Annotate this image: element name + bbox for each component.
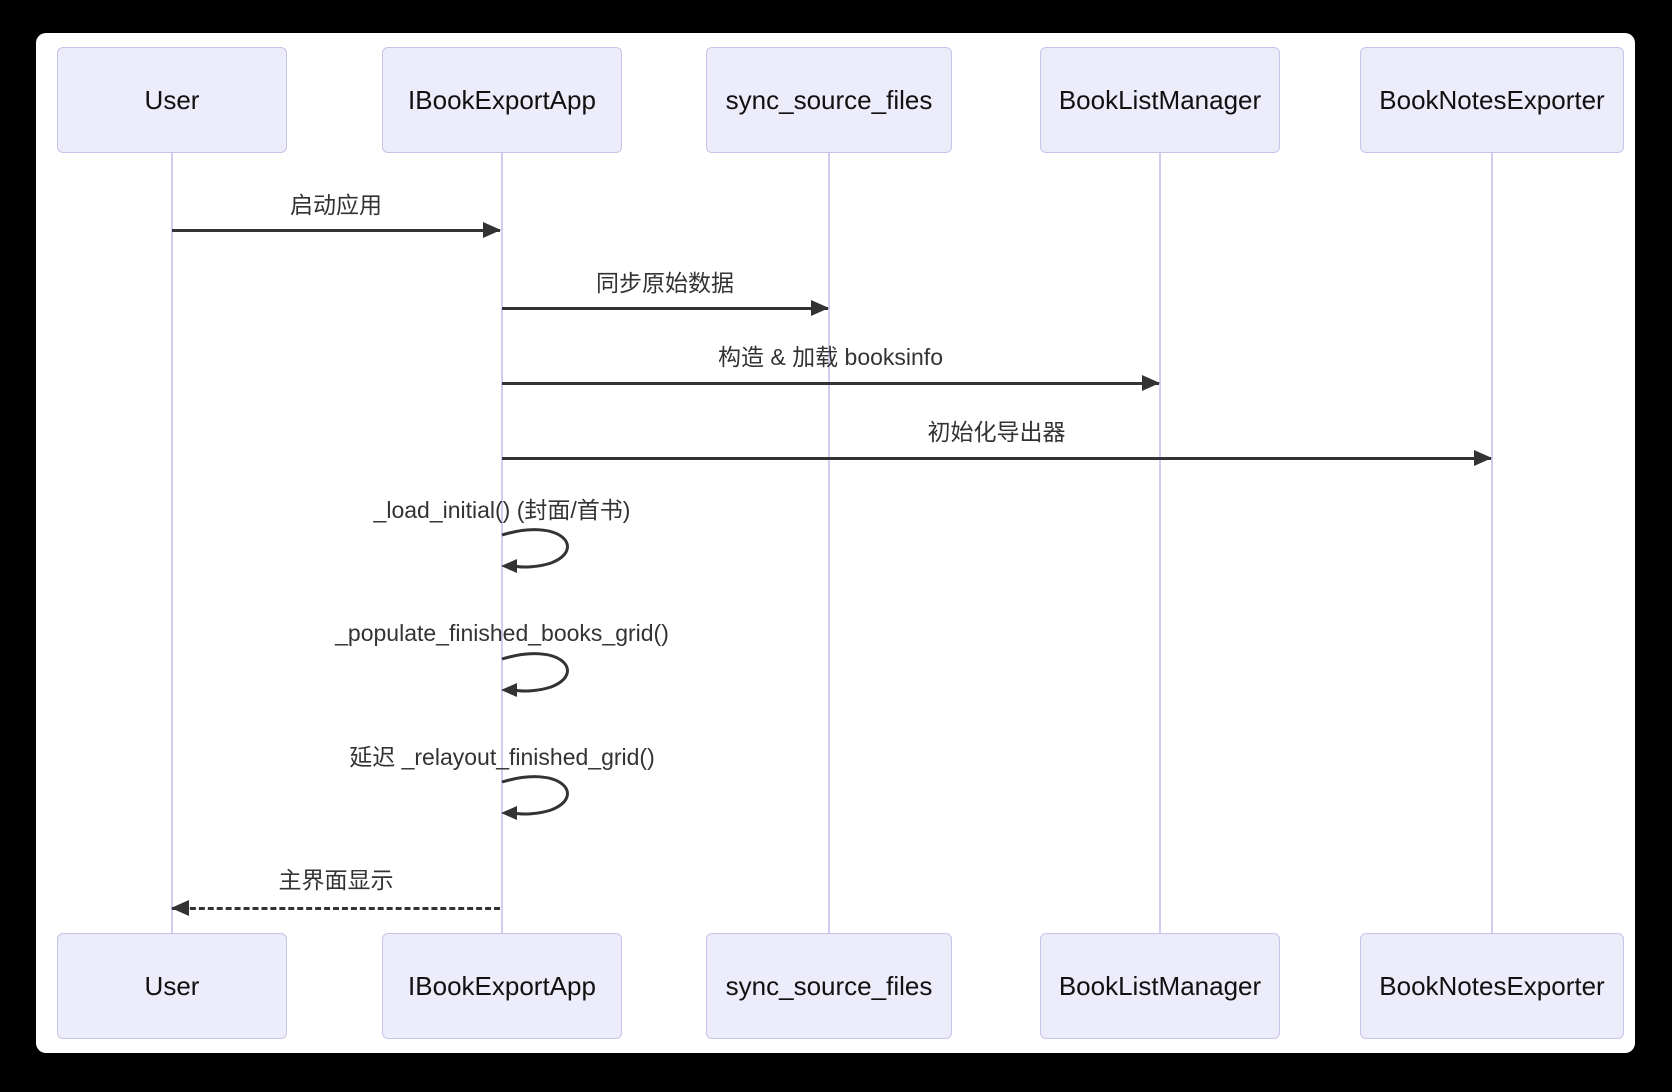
lifeline-ibookexportapp	[501, 153, 503, 933]
arrowhead-right-icon	[811, 300, 829, 316]
lifeline-booknotesexporter	[1491, 153, 1493, 933]
participant-label: BookListManager	[1058, 84, 1262, 115]
arrowhead-right-icon	[483, 222, 501, 238]
message-label-sync-raw-data: 同步原始数据	[596, 270, 734, 296]
participant-label: sync_source_files	[725, 84, 933, 115]
participant-label: User	[144, 970, 200, 1001]
message-label-populate-finished-books-grid: _populate_finished_books_grid()	[335, 620, 669, 646]
participant-label: IBookExportApp	[408, 970, 596, 1001]
diagram-canvas: User IBookExportApp sync_source_files Bo…	[36, 33, 1635, 1053]
message-arrow-load-booksinfo	[502, 375, 1160, 391]
arrowhead-right-icon	[1142, 375, 1160, 391]
participant-label: BookNotesExporter	[1379, 84, 1605, 115]
message-arrow-start-app	[172, 222, 501, 238]
participant-booklistmanager-top: BookListManager	[1040, 47, 1280, 153]
participant-user-top: User	[57, 47, 287, 153]
lifeline-sync-source-files	[828, 153, 830, 933]
participant-label: User	[144, 84, 200, 115]
arrowhead-right-icon	[1474, 450, 1492, 466]
message-arrow-main-ui-shown	[171, 900, 500, 916]
message-label-init-exporter: 初始化导出器	[927, 419, 1066, 445]
message-label-delayed-relayout-finished-grid: 延迟 _relayout_finished_grid()	[349, 744, 655, 770]
participant-ibookexportapp-top: IBookExportApp	[382, 47, 622, 153]
message-arrow-sync-raw-data	[502, 300, 829, 316]
participant-user-bottom: User	[57, 933, 287, 1039]
participant-label: BookNotesExporter	[1379, 970, 1605, 1001]
lifeline-user	[171, 153, 173, 933]
participant-booklistmanager-bottom: BookListManager	[1040, 933, 1280, 1039]
participant-booknotesexporter-top: BookNotesExporter	[1360, 47, 1624, 153]
participant-ibookexportapp-bottom: IBookExportApp	[382, 933, 622, 1039]
participant-label: BookListManager	[1058, 970, 1262, 1001]
participant-label: IBookExportApp	[408, 84, 596, 115]
message-arrow-init-exporter	[502, 450, 1492, 466]
self-loop-arrow-icon	[501, 652, 569, 697]
message-label-load-booksinfo: 构造 & 加载 booksinfo	[718, 344, 943, 370]
arrowhead-left-icon	[171, 900, 189, 916]
participant-sync-source-files-top: sync_source_files	[706, 47, 952, 153]
self-loop-arrow-icon	[501, 528, 569, 573]
message-label-load-initial: _load_initial() (封面/首书)	[373, 497, 631, 523]
lifeline-booklistmanager	[1159, 153, 1161, 933]
participant-booknotesexporter-bottom: BookNotesExporter	[1360, 933, 1624, 1039]
participant-label: sync_source_files	[725, 970, 933, 1001]
participant-sync-source-files-bottom: sync_source_files	[706, 933, 952, 1039]
message-label-start-app: 启动应用	[290, 192, 382, 218]
self-loop-arrow-icon	[501, 775, 569, 820]
message-label-main-ui-shown: 主界面显示	[278, 867, 394, 893]
